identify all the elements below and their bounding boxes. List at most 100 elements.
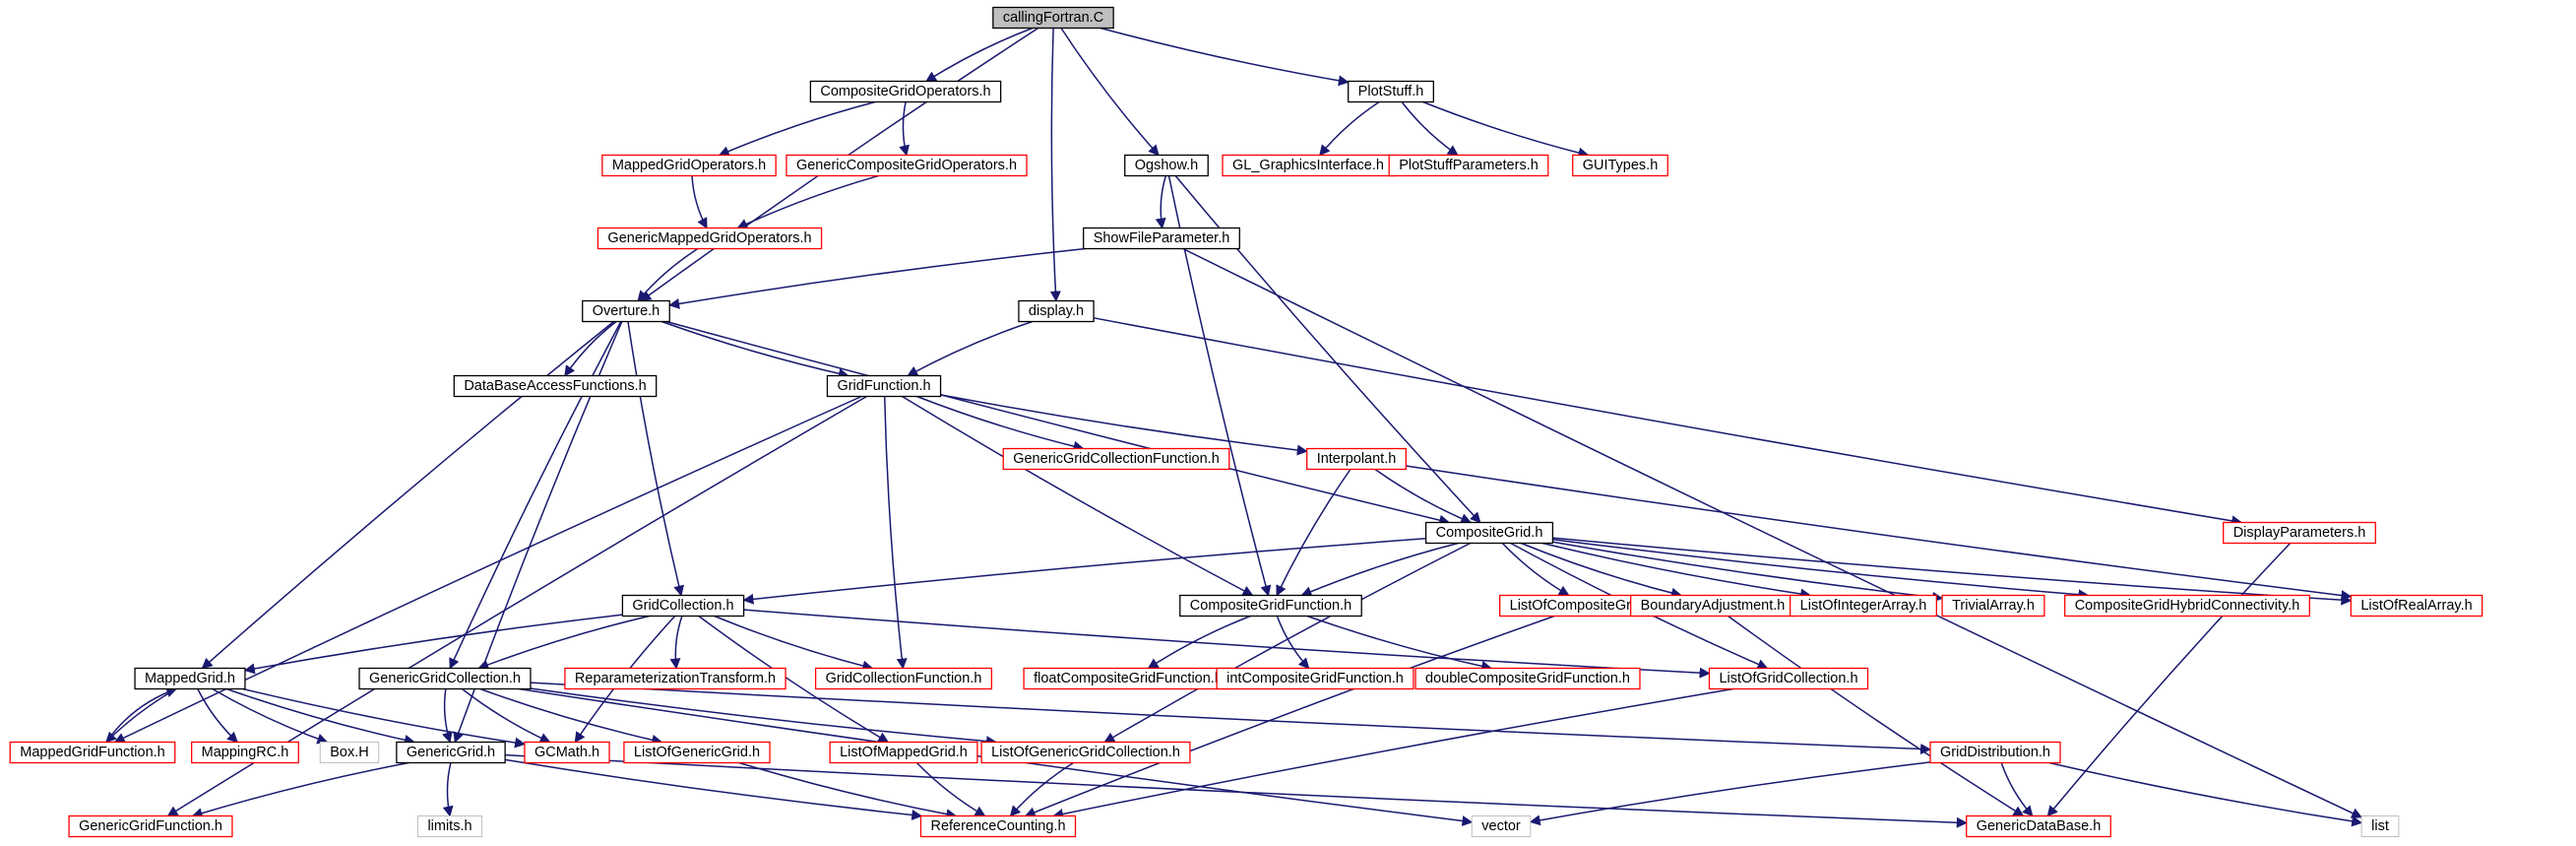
node-gg[interactable]: GenericGrid.h [396, 741, 506, 764]
edge-ggc-to-gcm [461, 687, 551, 744]
node-box [601, 154, 777, 177]
node-label: MappedGridOperators.h [612, 158, 766, 173]
edge-cgo-to-gcgo [899, 101, 910, 157]
node-dp[interactable]: DisplayParameters.h [2223, 521, 2376, 545]
node-loia[interactable]: ListOfIntegerArray.h [1790, 594, 1937, 618]
node-gf[interactable]: GridFunction.h [826, 374, 942, 398]
node-label: doubleCompositeGridFunction.h [1425, 671, 1630, 686]
node-guit[interactable]: GUITypes.h [1572, 154, 1668, 177]
node-mg[interactable]: MappedGrid.h [134, 667, 246, 690]
node-label: BoundaryAdjustment.h [1641, 598, 1786, 614]
node-ta[interactable]: TrivialArray.h [1941, 594, 2045, 618]
edge-mgf-to-mg [105, 686, 178, 743]
node-box [2064, 594, 2310, 618]
node-root[interactable]: callingFortran.C [992, 6, 1114, 30]
node-label: TrivialArray.h [1952, 598, 2035, 614]
edge-mgo-to-gmgo [691, 175, 708, 229]
edge-root-to-plot [1100, 27, 1350, 87]
edge-gf-to-gcf [883, 396, 908, 670]
dependency-edges [105, 27, 2363, 828]
node-label: display.h [1029, 303, 1084, 319]
node-box [524, 741, 610, 764]
edge-gf-to-ggcf [916, 395, 1085, 452]
node-label: GridFunction.h [837, 378, 930, 394]
node-cghc[interactable]: CompositeGridHybridConnectivity.h [2064, 594, 2310, 618]
node-label: Interpolant.h [1317, 451, 1397, 467]
node-box [1216, 667, 1414, 690]
node-box [2360, 815, 2400, 837]
node-box [1388, 154, 1549, 177]
node-gc[interactable]: GridCollection.h [621, 594, 745, 618]
edge-lomg-to-rc [915, 761, 986, 817]
node-fcgf[interactable]: floatCompositeGridFunction.h [1023, 667, 1233, 690]
node-rc[interactable]: ReferenceCounting.h [919, 814, 1077, 838]
edge-interp-to-cgf [1276, 469, 1351, 597]
node-label: GCMath.h [534, 745, 599, 760]
node-dcgf[interactable]: doubleCompositeGridFunction.h [1414, 667, 1641, 690]
node-label: ListOfGenericGridCollection.h [991, 745, 1180, 760]
node-ogshow[interactable]: Ogshow.h [1124, 154, 1209, 177]
node-label: MappingRC.h [202, 745, 289, 760]
node-mgo[interactable]: MappedGridOperators.h [601, 154, 777, 177]
node-gdb[interactable]: GenericDataBase.h [1966, 814, 2111, 838]
node-box [1572, 154, 1668, 177]
node-box [809, 80, 1002, 103]
edge-cgf-to-icgf [1276, 616, 1310, 670]
edge-cg-to-locg [1501, 542, 1570, 597]
node-label: CompositeGrid.h [1436, 525, 1543, 541]
node-overture[interactable]: Overture.h [582, 299, 670, 323]
node-lomg[interactable]: ListOfMappedGrid.h [829, 741, 978, 764]
node-psp[interactable]: PlotStuffParameters.h [1388, 154, 1549, 177]
node-label: limits.h [427, 818, 471, 834]
edge-root-to-ogshow [1060, 28, 1160, 157]
node-limits: limits.h [416, 815, 483, 837]
node-sfp[interactable]: ShowFileParameter.h [1083, 227, 1240, 250]
node-gcm[interactable]: GCMath.h [524, 741, 610, 764]
node-mgf[interactable]: MappedGridFunction.h [9, 741, 176, 764]
node-locg[interactable]: ListOfCompositeGrid.h [1499, 594, 1665, 618]
node-ggcf[interactable]: GenericGridCollectionFunction.h [1002, 447, 1230, 471]
edge-cg-to-loia [1541, 542, 1812, 600]
node-ggc[interactable]: GenericGridCollection.h [358, 667, 532, 690]
node-ba[interactable]: BoundaryAdjustment.h [1629, 594, 1796, 618]
edge-logg-to-rc [738, 761, 958, 820]
node-icgf[interactable]: intCompositeGridFunction.h [1216, 667, 1414, 690]
node-logg[interactable]: ListOfGenericGrid.h [623, 741, 771, 764]
node-ggf[interactable]: GenericGridFunction.h [68, 814, 233, 838]
edge-overture-to-ggc [449, 321, 622, 670]
edge-gcgo-to-gmgo [736, 174, 879, 229]
edge-cgo-to-mgo [718, 100, 876, 157]
node-label: ReparameterizationTransform.h [575, 671, 776, 686]
node-glgi[interactable]: GL_GraphicsInterface.h [1222, 154, 1395, 177]
node-cgf[interactable]: CompositeGridFunction.h [1179, 594, 1362, 618]
node-box [621, 594, 745, 618]
node-box [1929, 741, 2061, 764]
node-label: GenericGridCollection.h [369, 671, 521, 686]
node-gmgo[interactable]: GenericMappedGridOperators.h [597, 227, 823, 250]
node-gcgo[interactable]: GenericCompositeGridOperators.h [785, 154, 1028, 177]
edge-gc-to-mg [243, 614, 623, 675]
node-box [358, 667, 532, 690]
node-mrc[interactable]: MappingRC.h [191, 741, 299, 764]
node-label: ShowFileParameter.h [1094, 230, 1230, 246]
node-dbaf[interactable]: DataBaseAccessFunctions.h [453, 374, 658, 398]
node-gcf[interactable]: GridCollectionFunction.h [814, 667, 993, 690]
node-logc[interactable]: ListOfGridCollection.h [1708, 667, 1869, 690]
node-gd[interactable]: GridDistribution.h [1929, 741, 2061, 764]
file-nodes: callingFortran.C CompositeGridOperators.h… [9, 6, 2483, 838]
node-cgo[interactable]: CompositeGridOperators.h [809, 80, 1002, 103]
node-label: CompositeGridFunction.h [1190, 598, 1351, 614]
edge-dp-to-gdb [2046, 542, 2292, 817]
node-plot[interactable]: PlotStuff.h [1348, 80, 1434, 103]
node-cg[interactable]: CompositeGrid.h [1424, 521, 1554, 545]
node-interp[interactable]: Interpolant.h [1306, 447, 1407, 471]
node-lora[interactable]: ListOfRealArray.h [2350, 594, 2483, 618]
node-loggc[interactable]: ListOfGenericGridCollection.h [980, 741, 1191, 764]
node-display[interactable]: display.h [1018, 299, 1095, 323]
node-box [785, 154, 1028, 177]
node-box [919, 814, 1077, 838]
node-rt[interactable]: ReparameterizationTransform.h [564, 667, 786, 690]
node-vector: vector [1471, 815, 1532, 837]
node-label: ListOfRealArray.h [2360, 598, 2472, 614]
